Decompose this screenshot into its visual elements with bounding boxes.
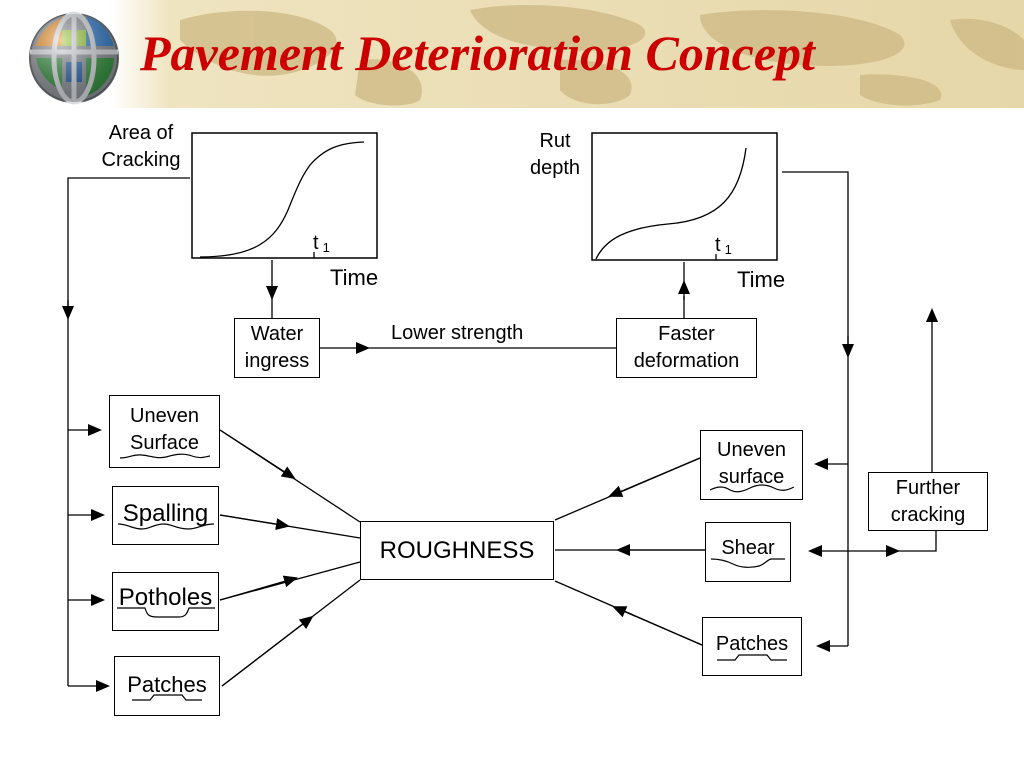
patches-left-box: Patches [114, 656, 220, 716]
shear-sketch [711, 557, 785, 568]
patches-left-to-roughness-arrow [221, 615, 314, 687]
lower-strength-label: Lower strength [391, 322, 524, 344]
uneven-surface-sketch [119, 453, 210, 459]
roughness-box: ROUGHNESS [360, 521, 554, 580]
patches-right-box: Patches [702, 617, 802, 676]
potholes-box: Potholes [112, 572, 219, 631]
uneven-surface-right-box: Uneven surface [700, 430, 803, 500]
potholes-to-roughness-arrow [219, 575, 298, 601]
patch-sketch-left [132, 693, 202, 701]
left-feed-line [67, 177, 190, 686]
spalling-box: Spalling [112, 486, 219, 545]
cracking-y-label: Area of Cracking [101, 122, 181, 171]
world-map [180, 5, 1024, 106]
rut-x-label: Time [737, 267, 786, 292]
shear-box: Shear [705, 522, 791, 582]
patch-sketch-right [716, 654, 787, 661]
cracking-x-label: Time [330, 265, 379, 290]
page-title: Pavement Deterioration Concept [140, 25, 815, 81]
rut-chart-frame [591, 132, 778, 261]
header-band: Pavement Deterioration Concept [0, 0, 1024, 108]
rut-y-label: Rut depth [529, 130, 581, 179]
uneven-surface-left-box: Uneven Surface [109, 395, 220, 468]
cracking-curve [199, 141, 365, 258]
uneven-right-to-roughness-arrow [608, 457, 701, 497]
cracking-chart-frame [191, 132, 378, 259]
right-feed-line [782, 171, 849, 646]
spalling-to-roughness-arrow [219, 514, 290, 531]
spalling-sketch [117, 523, 214, 530]
further-cracking-link [898, 530, 937, 552]
rut-curve [595, 147, 747, 260]
patches-right-to-roughness-arrow [612, 606, 703, 646]
pothole-sketch [116, 607, 215, 618]
uneven-surface-right-sketch [709, 483, 794, 492]
uneven-left-to-roughness-arrow [219, 429, 296, 480]
globe-icon [29, 11, 119, 105]
